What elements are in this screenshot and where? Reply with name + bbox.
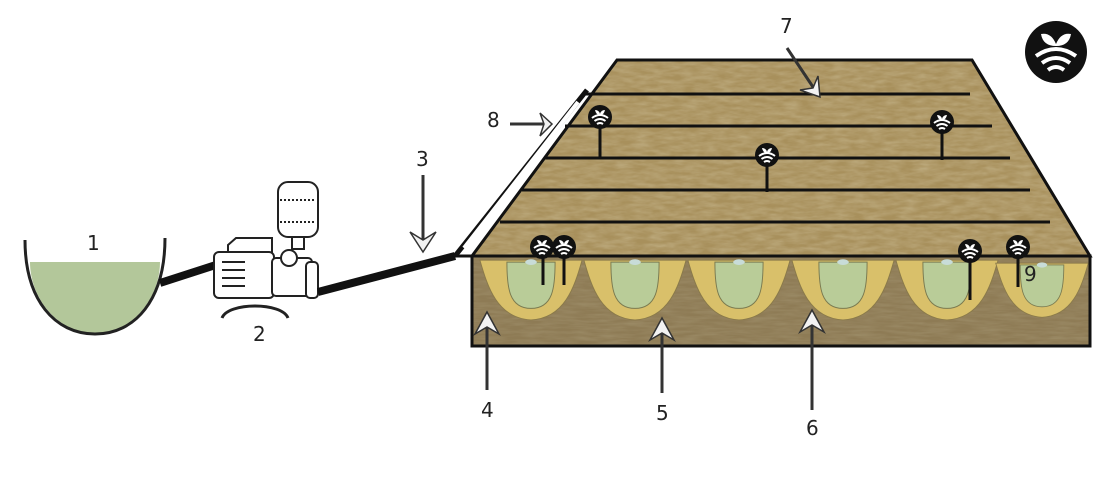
sensor-icon xyxy=(929,109,955,135)
label-4: 4 xyxy=(481,398,494,422)
sensor-icon xyxy=(587,104,613,130)
label-5: 5 xyxy=(656,401,669,425)
soil-cross-section xyxy=(470,254,1092,348)
supply-hose xyxy=(316,252,457,296)
label-2: 2 xyxy=(253,322,266,346)
sensor-icon xyxy=(1005,234,1031,260)
callout-labels: 1 2 3 4 5 6 7 8 9 xyxy=(87,14,1037,440)
water-reservoir xyxy=(23,237,167,336)
sensor-icon xyxy=(529,234,555,260)
label-8: 8 xyxy=(487,108,500,132)
manifold-pipe xyxy=(453,88,589,258)
field-surface xyxy=(455,58,1093,258)
sensor-icon xyxy=(957,238,983,264)
sensor-icon xyxy=(551,234,577,260)
label-6: 6 xyxy=(806,416,819,440)
label-3: 3 xyxy=(416,147,429,171)
sensor-icon xyxy=(754,142,780,168)
label-7: 7 xyxy=(780,14,793,38)
label-9: 9 xyxy=(1024,262,1037,286)
booster-pump xyxy=(213,181,319,319)
callout-arrows xyxy=(409,47,826,410)
plant-wifi-icon xyxy=(1025,21,1087,83)
label-1: 1 xyxy=(87,231,100,255)
